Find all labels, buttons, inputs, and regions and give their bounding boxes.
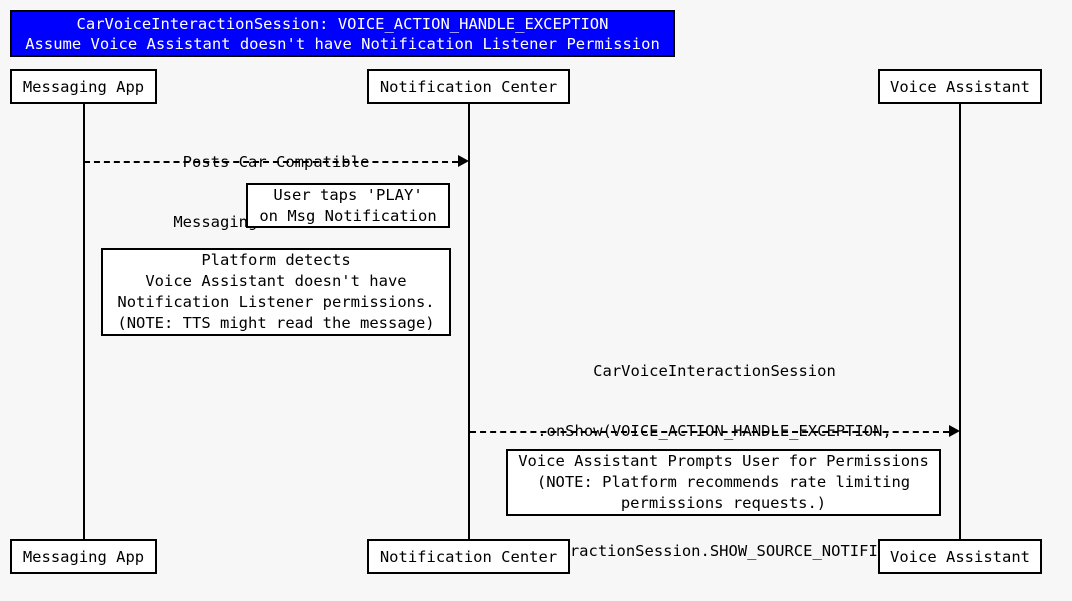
participant-foot-voice-assistant-label: Voice Assistant <box>890 547 1030 566</box>
note-user-taps-play-line-2: on Msg Notification <box>259 206 437 225</box>
message-arrowhead-onshow-callback <box>949 425 960 437</box>
message-arrowhead-post-notification <box>458 155 469 167</box>
participant-foot-notification-center[interactable]: Notification Center <box>367 539 570 574</box>
message-arrow-post-notification <box>84 161 458 163</box>
participant-head-notification-center[interactable]: Notification Center <box>367 69 570 104</box>
participant-head-messaging-app[interactable]: Messaging App <box>10 69 157 104</box>
diagram-title-line-1: CarVoiceInteractionSession: VOICE_ACTION… <box>76 14 609 33</box>
participant-foot-messaging-app[interactable]: Messaging App <box>10 539 157 574</box>
message-label-onshow-callback-line-1: CarVoiceInteractionSession <box>593 362 836 380</box>
note-prompts-user-permissions-line-2: (NOTE: Platform recommends rate limiting <box>536 473 911 491</box>
participant-head-messaging-app-label: Messaging App <box>22 77 145 96</box>
note-prompts-user-permissions: Voice Assistant Prompts User for Permiss… <box>506 449 941 516</box>
participant-foot-messaging-app-label: Messaging App <box>22 547 145 566</box>
note-user-taps-play: User taps 'PLAY' on Msg Notification <box>246 183 450 228</box>
participant-foot-notification-center-label: Notification Center <box>379 547 558 566</box>
note-platform-detects-permissions-line-3: Notification Listener permissions. <box>117 293 435 311</box>
participant-head-notification-center-label: Notification Center <box>379 77 558 96</box>
note-prompts-user-permissions-line-1: Voice Assistant Prompts User for Permiss… <box>518 452 929 470</box>
participant-head-voice-assistant-label: Voice Assistant <box>890 77 1030 96</box>
lifeline-messaging-app <box>83 104 85 539</box>
participant-head-voice-assistant[interactable]: Voice Assistant <box>878 69 1042 104</box>
diagram-title: CarVoiceInteractionSession: VOICE_ACTION… <box>10 10 675 57</box>
note-platform-detects-permissions-line-4: (NOTE: TTS might read the message) <box>117 314 435 332</box>
note-platform-detects-permissions: Platform detects Voice Assistant doesn't… <box>101 248 451 336</box>
lifeline-notification-center <box>468 104 470 539</box>
participant-foot-voice-assistant[interactable]: Voice Assistant <box>878 539 1042 574</box>
note-platform-detects-permissions-line-1: Platform detects <box>201 251 351 269</box>
note-platform-detects-permissions-line-2: Voice Assistant doesn't have <box>145 272 407 290</box>
message-arrow-onshow-callback <box>470 431 949 433</box>
note-user-taps-play-line-1: User taps 'PLAY' <box>273 185 423 204</box>
lifeline-voice-assistant <box>959 104 961 539</box>
note-prompts-user-permissions-line-3: permissions requests.) <box>620 494 827 512</box>
message-label-onshow-callback-line-4: VoiceInteractionSession.SHOW_SOURCE_NOTI… <box>485 542 944 560</box>
diagram-title-line-2: Assume Voice Assistant doesn't have Noti… <box>25 34 660 53</box>
